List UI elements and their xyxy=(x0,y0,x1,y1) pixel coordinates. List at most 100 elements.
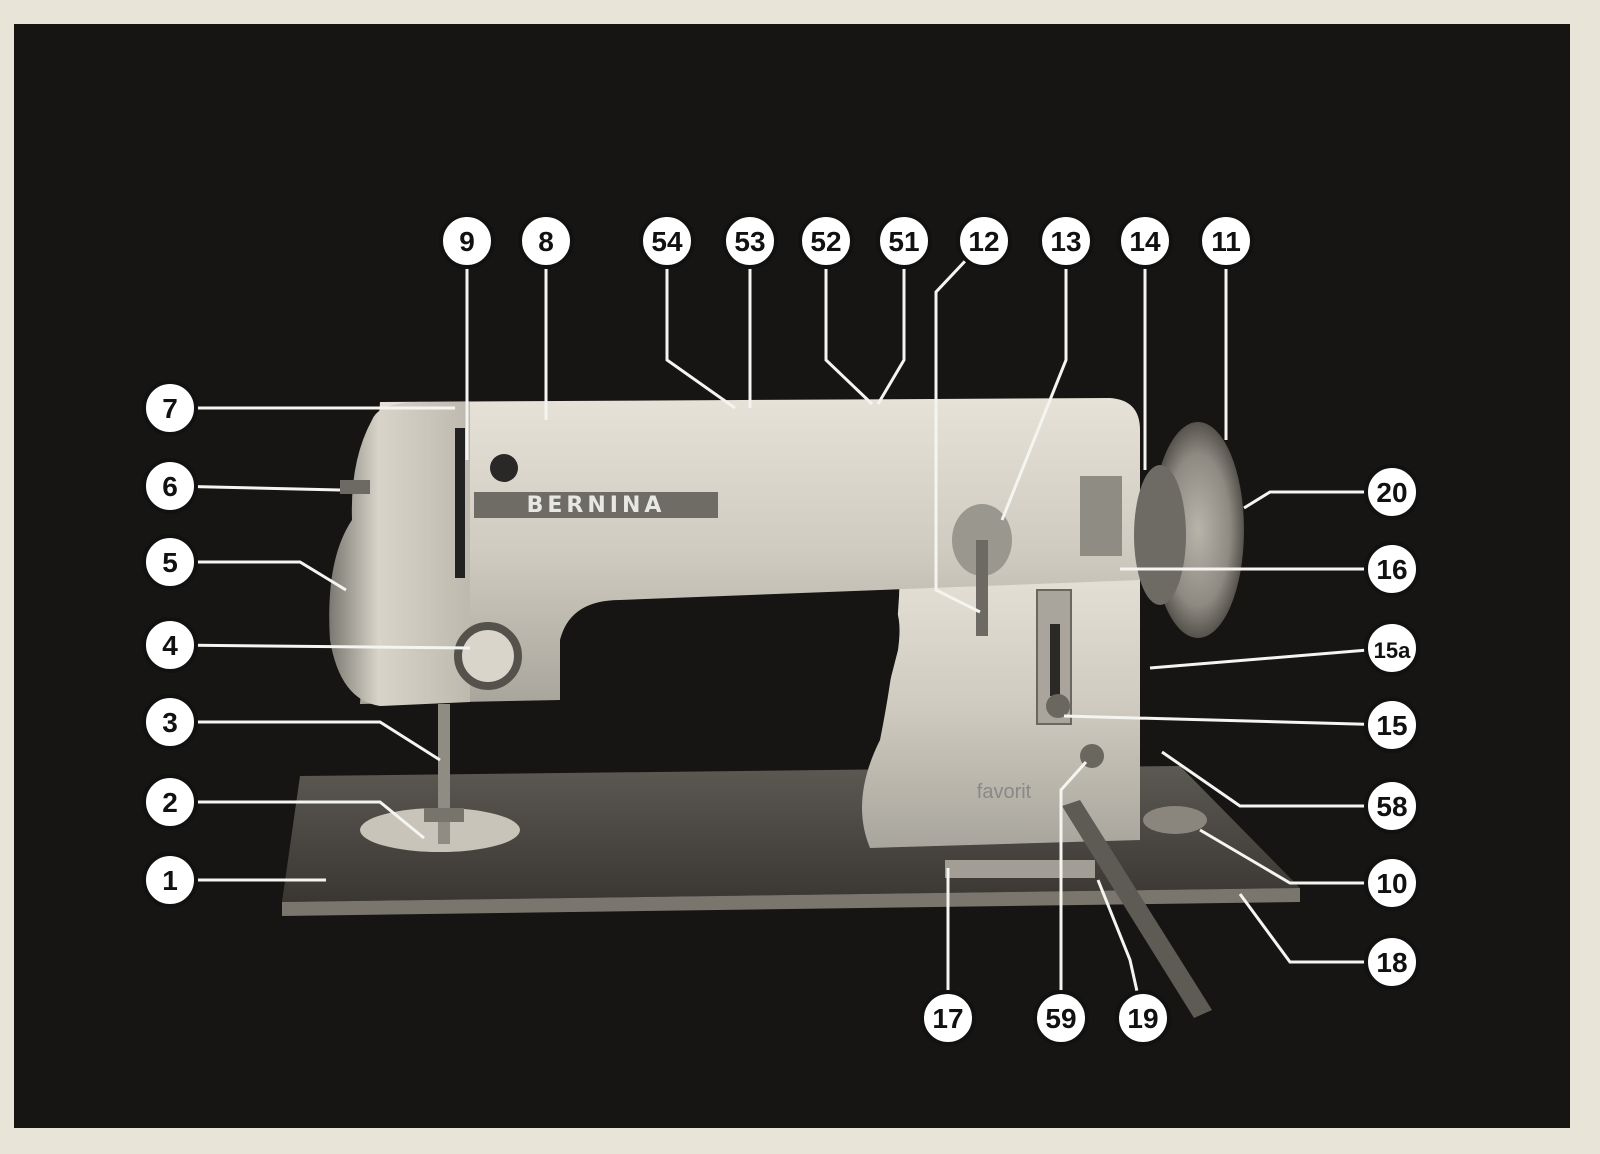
bobbin-winder-plate xyxy=(1143,806,1207,834)
callout-label-8: 8 xyxy=(538,226,554,257)
callout-circle-11 xyxy=(1198,213,1254,269)
callout-53: 53 xyxy=(722,213,778,269)
clutch-knob xyxy=(1080,476,1122,556)
callout-label-59: 59 xyxy=(1045,1003,1076,1034)
sewing-machine: BERNINA favorit xyxy=(282,398,1300,1018)
callout-label-51: 51 xyxy=(888,226,919,257)
callout-circle-52 xyxy=(798,213,854,269)
callout-2: 2 xyxy=(142,774,198,830)
leader-line-51 xyxy=(876,241,906,405)
tension-dial xyxy=(454,622,522,690)
callout-circle-54 xyxy=(639,213,695,269)
leader-lines xyxy=(169,239,1393,1019)
leader-line-20 xyxy=(1243,490,1392,510)
machine-pillar xyxy=(862,560,1140,848)
callout-label-17: 17 xyxy=(932,1003,963,1034)
model-label: favorit xyxy=(977,781,1032,803)
callout-circle-59 xyxy=(1033,990,1089,1046)
callout-circle-1 xyxy=(142,852,198,908)
callout-59: 59 xyxy=(1033,990,1089,1046)
callout-circle-58 xyxy=(1364,778,1420,834)
callout-label-11: 11 xyxy=(1211,226,1241,257)
callout-circle-4 xyxy=(142,617,198,673)
callout-circle-2 xyxy=(142,774,198,830)
callout-circle-12 xyxy=(956,213,1012,269)
presser-knob xyxy=(490,454,518,482)
stitch-length-knob xyxy=(1046,694,1070,718)
callout-5: 5 xyxy=(142,534,198,590)
thread-guide-stem xyxy=(976,540,988,636)
callout-54: 54 xyxy=(639,213,695,269)
stitch-length-track xyxy=(1050,624,1060,696)
callout-circle-19 xyxy=(1115,990,1171,1046)
callout-4: 4 xyxy=(142,617,198,673)
leader-line-4 xyxy=(169,643,471,650)
take-up-slot xyxy=(455,428,465,578)
callout-17: 17 xyxy=(920,990,976,1046)
callout-20: 20 xyxy=(1364,464,1420,520)
callout-11: 11 xyxy=(1198,213,1254,269)
callout-label-19: 19 xyxy=(1127,1003,1158,1034)
callout-15: 15 xyxy=(1364,697,1420,753)
callout-circle-5 xyxy=(142,534,198,590)
spindle xyxy=(340,480,370,494)
callout-circle-6 xyxy=(142,458,198,514)
callout-circle-15 xyxy=(1364,697,1420,753)
leader-line-10 xyxy=(1199,828,1392,885)
callout-label-4: 4 xyxy=(162,630,178,661)
leader-line-6 xyxy=(169,484,341,492)
callout-circle-16 xyxy=(1364,541,1420,597)
leader-line-15 xyxy=(1063,714,1393,727)
callout-circle-13 xyxy=(1038,213,1094,269)
brand-label: BERNINA xyxy=(527,493,666,518)
callout-7: 7 xyxy=(142,380,198,436)
callout-label-7: 7 xyxy=(162,393,178,424)
callout-circle-53 xyxy=(722,213,778,269)
callout-label-13: 13 xyxy=(1050,226,1081,257)
callout-10: 10 xyxy=(1364,855,1420,911)
leader-line-2 xyxy=(170,800,425,840)
callout-circle-9 xyxy=(439,213,495,269)
callout-circle-51 xyxy=(876,213,932,269)
leader-line-58 xyxy=(1161,750,1392,808)
leader-line-13 xyxy=(1000,241,1068,521)
callout-9: 9 xyxy=(439,213,495,269)
callout-19: 19 xyxy=(1115,990,1171,1046)
callout-label-12: 12 xyxy=(968,226,999,257)
callout-circle-15a xyxy=(1364,620,1420,676)
callout-label-15a: 15a xyxy=(1374,638,1411,663)
callout-13: 13 xyxy=(1038,213,1094,269)
callout-circle-18 xyxy=(1364,934,1420,990)
needle-bar xyxy=(438,704,450,844)
callout-label-14: 14 xyxy=(1129,226,1161,257)
callout-label-9: 9 xyxy=(459,226,475,257)
callout-3: 3 xyxy=(142,694,198,750)
callout-8: 8 xyxy=(518,213,574,269)
base-plate-edge xyxy=(282,888,1300,916)
callout-label-10: 10 xyxy=(1376,868,1407,899)
leader-line-15a xyxy=(1149,646,1393,670)
machine-arm xyxy=(360,398,1140,704)
callout-6: 6 xyxy=(142,458,198,514)
callout-label-5: 5 xyxy=(162,547,178,578)
callout-label-6: 6 xyxy=(162,471,178,502)
leader-line-54 xyxy=(665,241,736,410)
callout-51: 51 xyxy=(876,213,932,269)
callout-52: 52 xyxy=(798,213,854,269)
callout-circle-20 xyxy=(1364,464,1420,520)
callout-label-1: 1 xyxy=(162,865,178,896)
leader-line-59 xyxy=(1059,761,1088,1018)
callout-14: 14 xyxy=(1117,213,1173,269)
callout-12: 12 xyxy=(956,213,1012,269)
callout-circle-7 xyxy=(142,380,198,436)
callout-label-20: 20 xyxy=(1376,477,1407,508)
leader-line-3 xyxy=(170,720,441,762)
callout-label-15: 15 xyxy=(1376,710,1407,741)
leader-line-12 xyxy=(934,239,986,614)
leader-line-5 xyxy=(170,560,347,592)
callout-label-58: 58 xyxy=(1376,791,1407,822)
machine-head xyxy=(329,401,470,706)
brand-plate xyxy=(474,492,718,518)
